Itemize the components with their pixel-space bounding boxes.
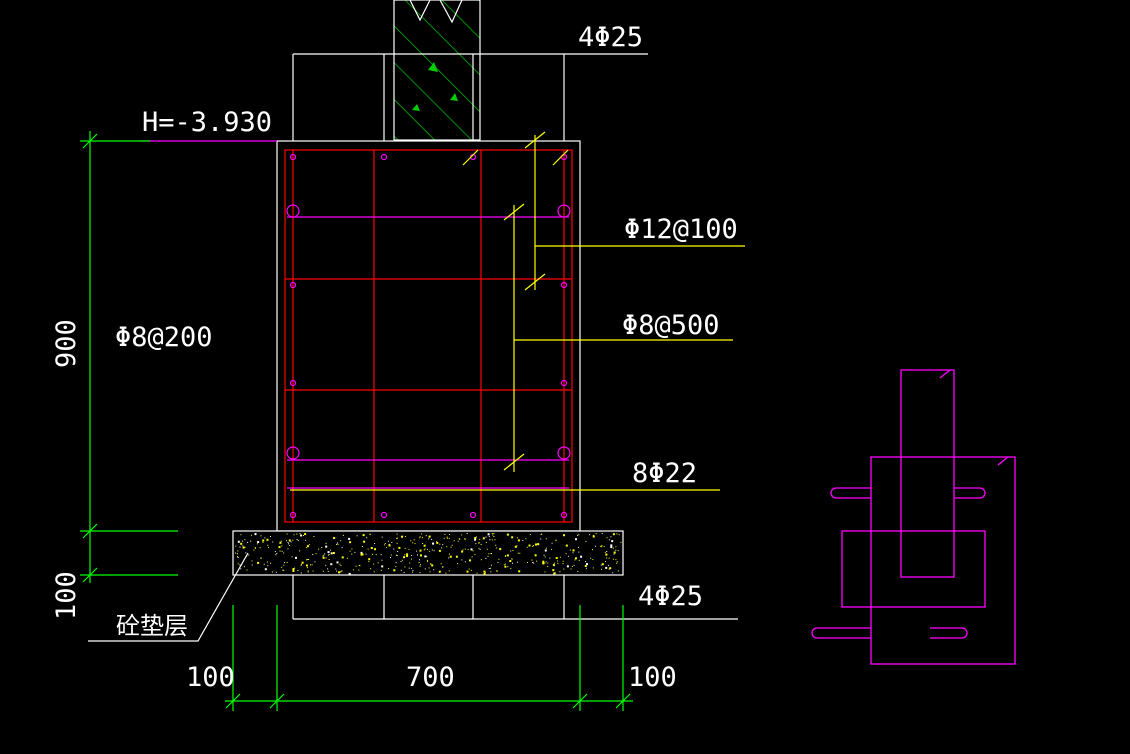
cushion-layer bbox=[232, 530, 624, 576]
column-section bbox=[393, 0, 481, 141]
section-detail bbox=[811, 369, 1016, 665]
cushion-label: 砼垫层 bbox=[116, 612, 188, 640]
tie-bar-label: Φ8@500 bbox=[622, 310, 720, 341]
rebar-dots bbox=[289, 153, 568, 519]
height-dimension-label: 900 bbox=[51, 319, 82, 368]
rebar-cage bbox=[284, 149, 573, 523]
dimension-lines bbox=[80, 131, 633, 711]
stirrup-left-label: Φ8@200 bbox=[115, 322, 213, 353]
left-offset-label: 100 bbox=[186, 662, 235, 693]
side-rebar-label: 8Φ22 bbox=[632, 458, 697, 489]
right-offset-label: 100 bbox=[628, 662, 677, 693]
stirrup-dense-label: Φ12@100 bbox=[624, 214, 738, 245]
cushion-thickness-label: 100 bbox=[51, 571, 82, 620]
bottom-rebar-label: 4Φ25 bbox=[638, 581, 703, 612]
top-rebar-label: 4Φ25 bbox=[578, 22, 643, 53]
stirrups bbox=[286, 204, 571, 489]
leader-lines bbox=[290, 131, 745, 491]
width-label: 700 bbox=[406, 662, 455, 693]
cushion-leader bbox=[88, 552, 249, 642]
elevation-label: H=-3.930 bbox=[142, 107, 272, 138]
